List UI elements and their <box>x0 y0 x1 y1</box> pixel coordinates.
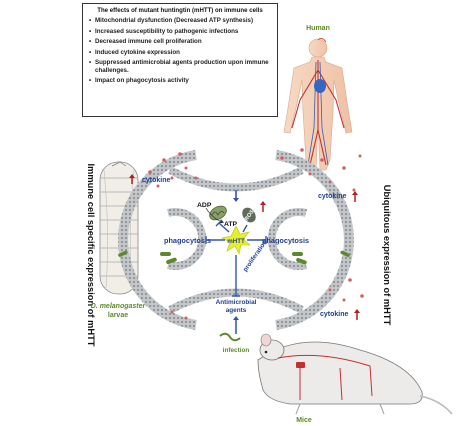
effects-info-box: The effects of mutant huntingtin (mHTT) … <box>82 3 278 117</box>
info-box-title: The effects of mutant huntingtin (mHTT) … <box>97 7 263 14</box>
cytokine-up-arrowhead-right-bottom <box>354 309 360 313</box>
ros-vesicle <box>242 207 256 223</box>
atp-label: ATP <box>224 221 238 228</box>
effect-item: Mitochondrial dysfunction (Decreased ATP… <box>89 17 271 25</box>
infection-pathogen <box>219 332 241 342</box>
antimicrobial-label: Antimicrobial <box>216 299 257 306</box>
mitochondrion <box>209 205 227 221</box>
effect-item: Decreased immune cell proliferation <box>89 38 271 46</box>
right-vertical-label: Ubiquitous expression of mHTT <box>382 185 392 326</box>
human-label: Human <box>306 25 330 32</box>
phagocytosis-label-left: phagocytosis <box>164 236 211 245</box>
mhtt-star <box>221 225 251 255</box>
effect-item: Increased susceptibility to pathogenic i… <box>89 28 271 36</box>
fly-species-label: D. melanogaster <box>91 303 147 310</box>
adp-label: ADP <box>197 202 212 209</box>
cytokine-particles <box>148 148 364 320</box>
cytokine-up-arrowhead-right-top <box>352 191 358 195</box>
human-figure <box>283 38 353 171</box>
cytokine-label-right-top: cytokine <box>318 193 347 200</box>
cytokine-up-arrowhead-left <box>129 174 135 178</box>
left-vertical-label: Immune cell specific expression of mHTT <box>86 164 96 347</box>
agents-label: agents <box>226 307 247 314</box>
effect-item: Impact on phagocytosis activity <box>89 77 271 85</box>
mouse-figure <box>257 333 453 415</box>
cytokine-label-left: cytokine <box>142 177 171 184</box>
ros-up-arrowhead <box>260 201 266 205</box>
fly-stage-label: larvae <box>108 312 128 319</box>
inhibition-lines <box>205 219 267 297</box>
atp-down-arrowhead <box>233 198 239 202</box>
infection-label: infection <box>223 347 250 354</box>
effect-item: Suppressed antimicrobial agents producti… <box>89 59 271 74</box>
mice-label: Mice <box>296 417 312 424</box>
effects-list: Mitochondrial dysfunction (Decreased ATP… <box>89 17 271 85</box>
bacteria <box>118 250 350 265</box>
phagocytosis-label-right: phagocytosis <box>262 236 309 245</box>
infection-up-arrowhead <box>233 316 239 320</box>
mhtt-label: mHTT <box>227 238 245 245</box>
cytokine-label-right-bottom: cytokine <box>320 311 349 318</box>
effect-item: Induced cytokine expression <box>89 49 271 57</box>
